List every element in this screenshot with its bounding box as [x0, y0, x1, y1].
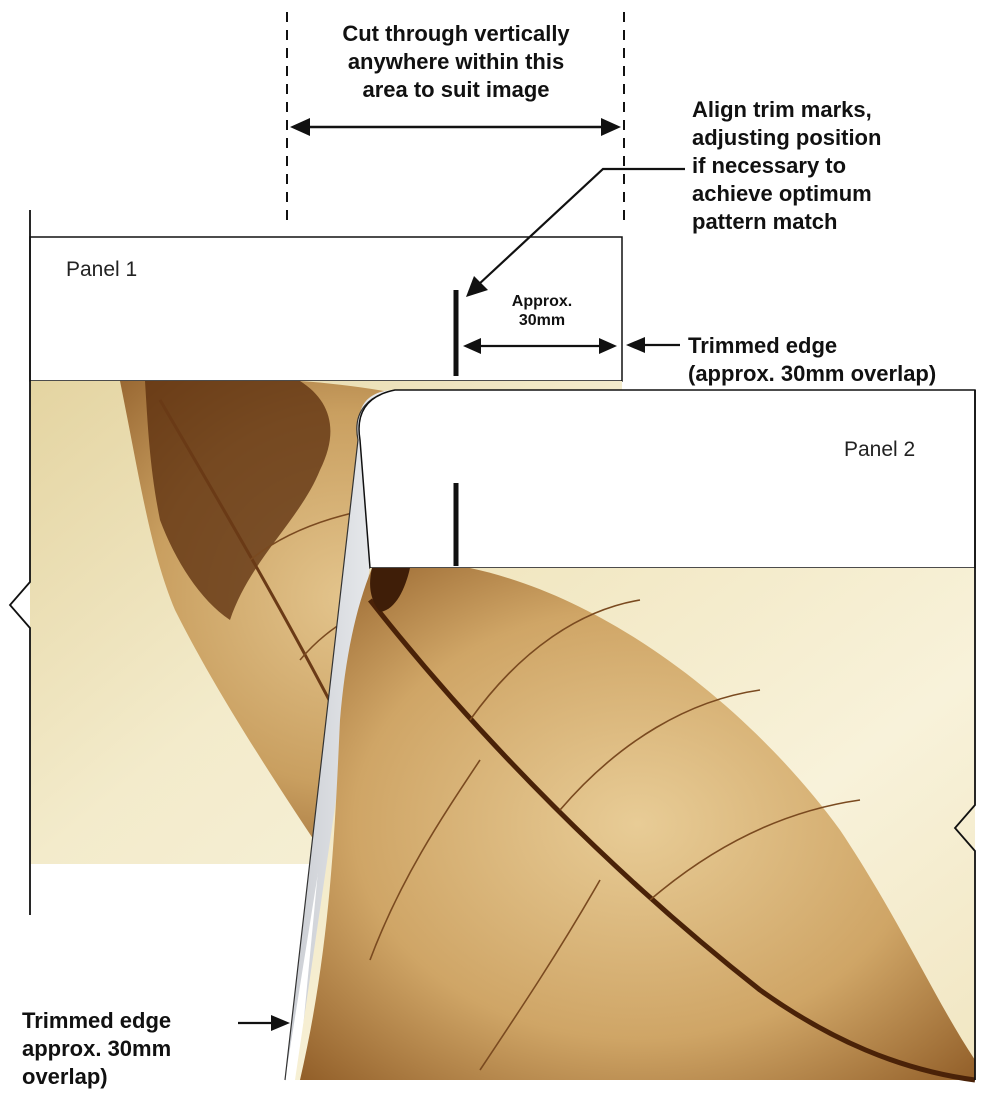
trimmed-edge-left-arrow — [238, 1015, 290, 1031]
panel-1-left-edge — [10, 210, 30, 915]
cut-area-note-line: Cut through vertically — [296, 20, 616, 48]
panel-1-label: Panel 1 — [66, 258, 137, 282]
trimmed-edge-right-arrow — [626, 337, 680, 353]
align-trim-note-line: achieve optimum — [692, 180, 992, 208]
align-trim-note-line: Align trim marks, — [692, 96, 992, 124]
align-trim-note-line: adjusting position — [692, 124, 992, 152]
cut-area-note-line: anywhere within this — [296, 48, 616, 76]
panel-2 — [295, 390, 975, 1080]
trimmed-edge-left-note: Trimmed edge approx. 30mm overlap) — [22, 1007, 242, 1091]
panel-2-blank-area — [359, 390, 975, 568]
trimmed-edge-left-line: Trimmed edge — [22, 1007, 242, 1035]
trimmed-edge-right-note: Trimmed edge (approx. 30mm overlap) — [688, 332, 1000, 388]
approx-label-line: Approx. — [482, 292, 602, 311]
trimmed-edge-left-line: overlap) — [22, 1063, 242, 1091]
panel-2-label: Panel 2 — [844, 438, 915, 462]
align-trim-note-line: if necessary to — [692, 152, 992, 180]
align-trim-note: Align trim marks, adjusting position if … — [692, 96, 992, 236]
trimmed-edge-right-line: (approx. 30mm overlap) — [688, 360, 1000, 388]
cut-area-note-line: area to suit image — [296, 76, 616, 104]
align-trim-note-line: pattern match — [692, 208, 992, 236]
trimmed-edge-right-line: Trimmed edge — [688, 332, 1000, 360]
cut-area-note: Cut through vertically anywhere within t… — [296, 20, 616, 104]
approx-30mm-label: Approx. 30mm — [482, 292, 602, 330]
cut-area-arrow — [290, 118, 621, 136]
approx-label-line: 30mm — [482, 311, 602, 330]
trimmed-edge-left-line: approx. 30mm — [22, 1035, 242, 1063]
